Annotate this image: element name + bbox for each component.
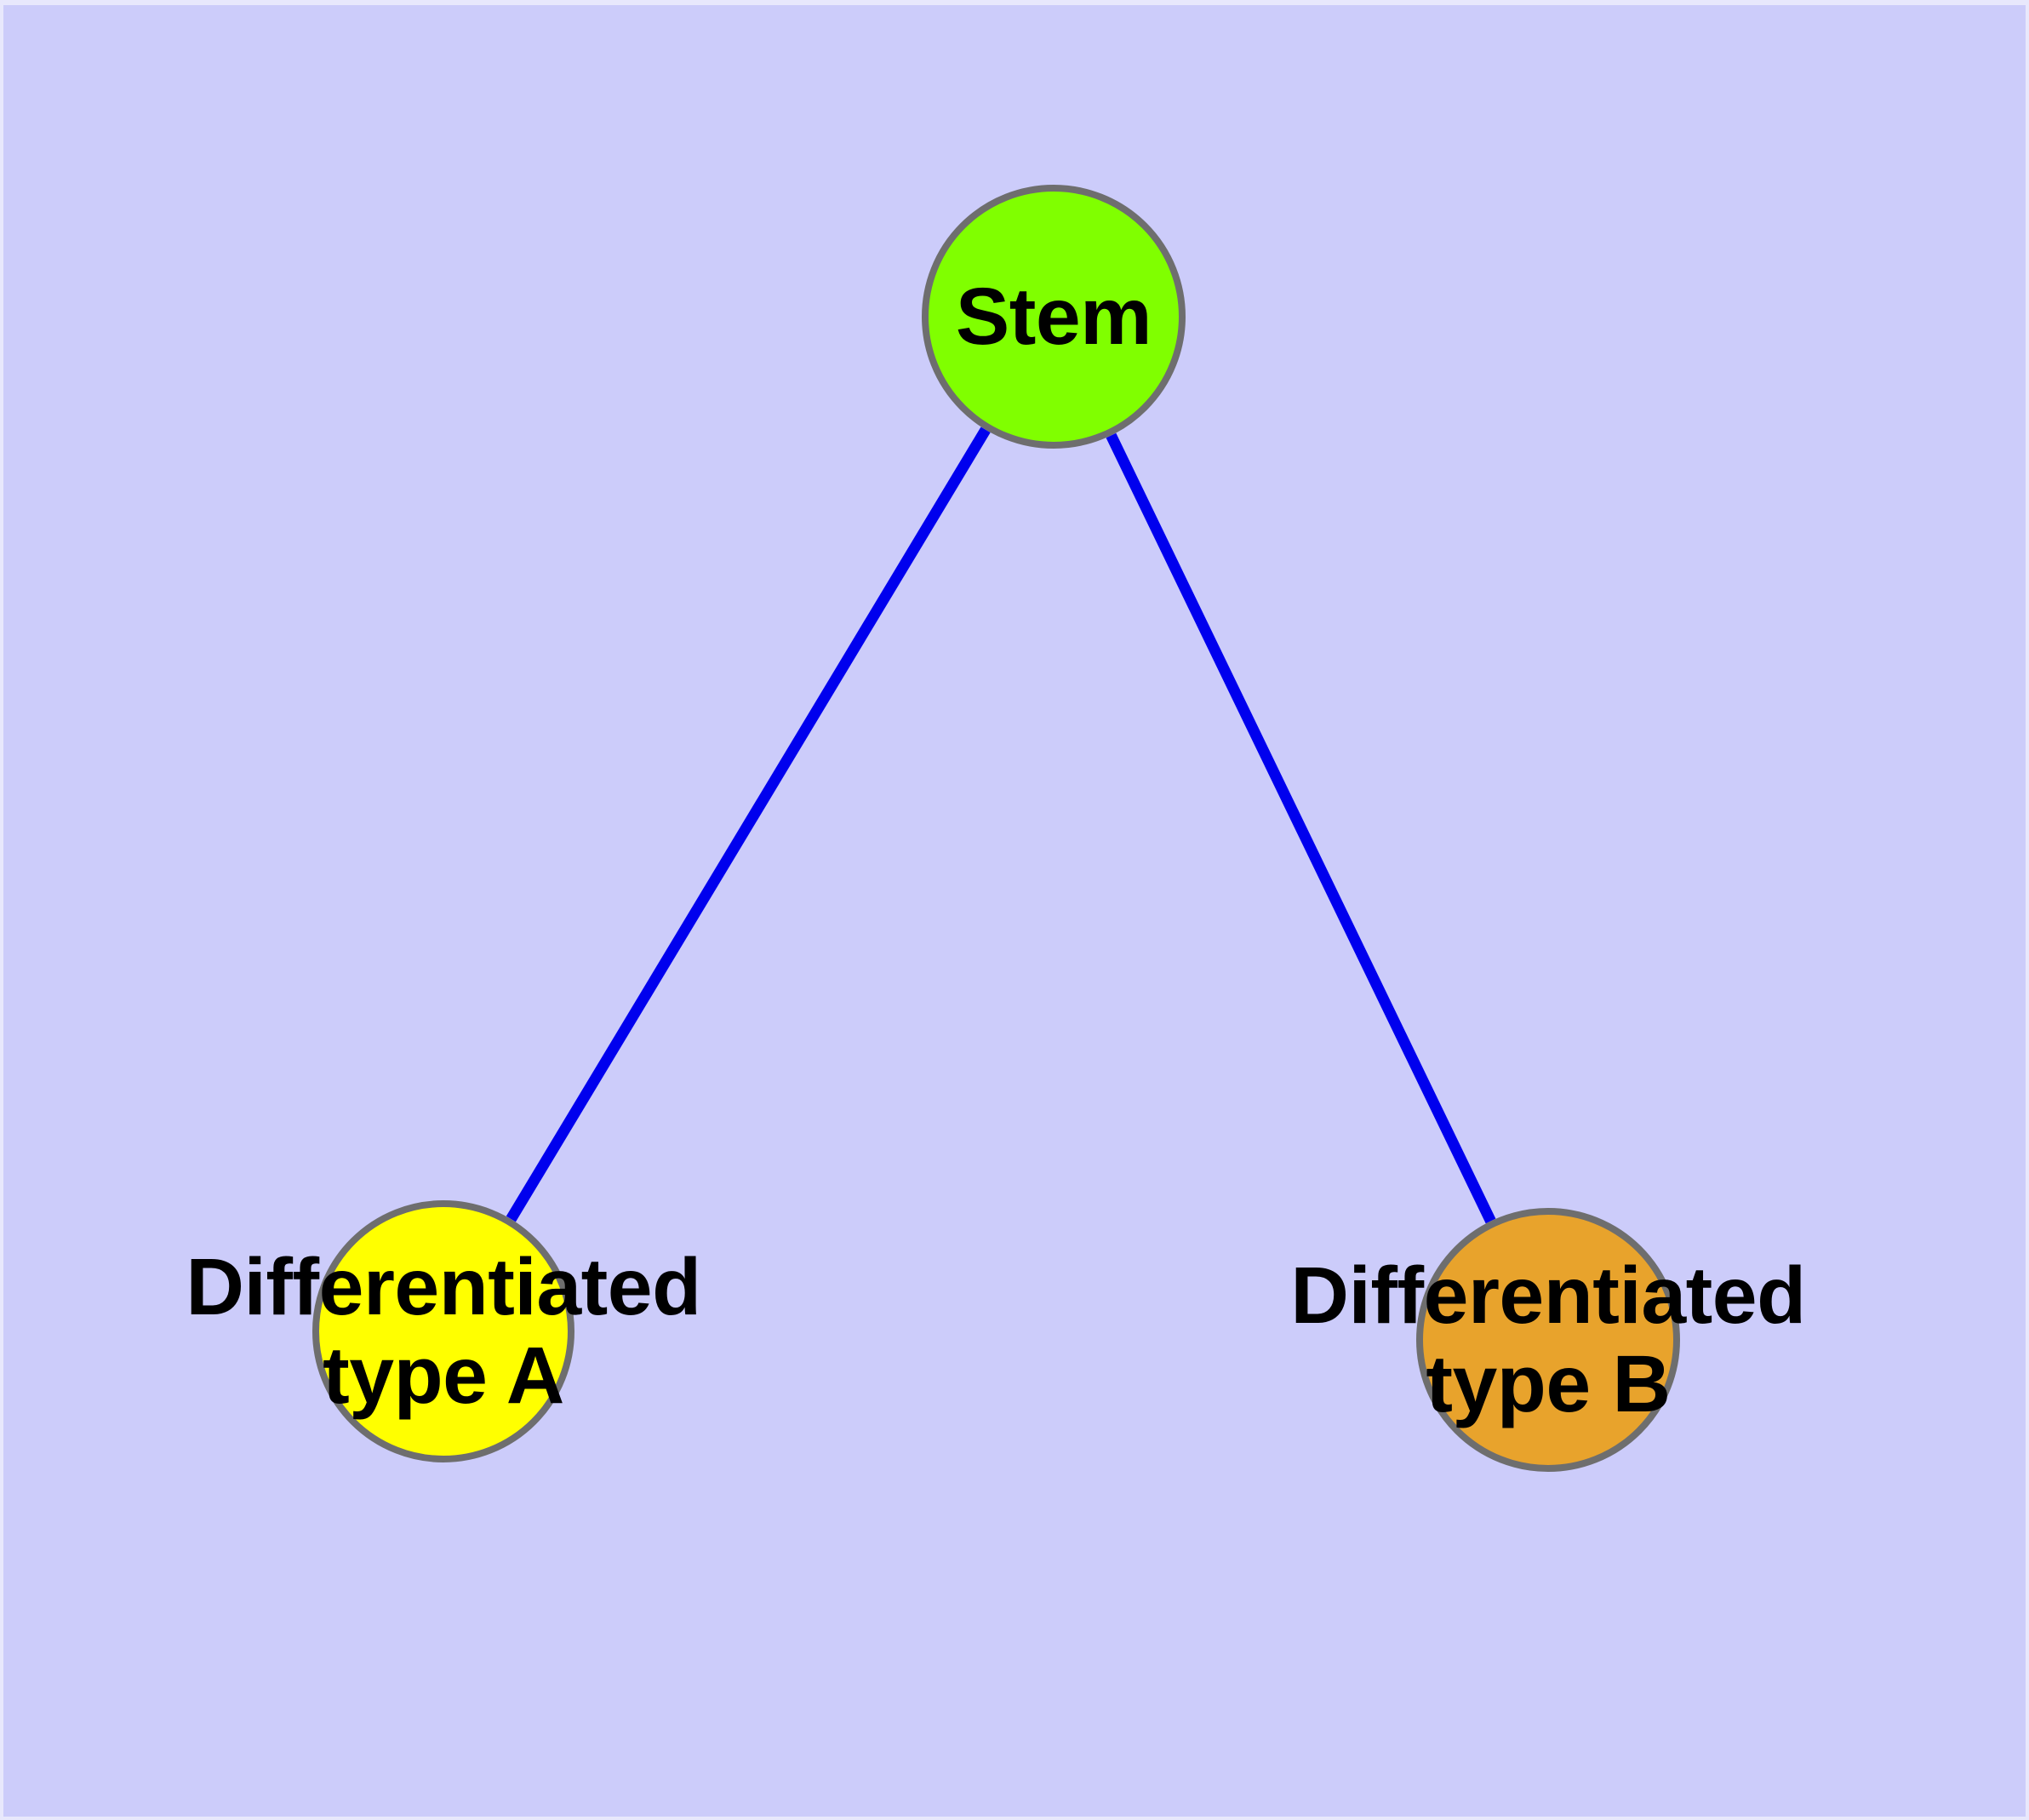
graph-node-diff_b[interactable] — [1416, 1208, 1680, 1472]
graph-node-stem[interactable] — [922, 185, 1186, 449]
graph-node-diff_a[interactable] — [312, 1200, 574, 1462]
graph-edge-stem-diff_b — [1106, 432, 1496, 1224]
graph-edge-stem-diff_a — [506, 426, 991, 1222]
edges-layer — [506, 426, 1496, 1224]
nodes-layer — [312, 185, 1680, 1472]
